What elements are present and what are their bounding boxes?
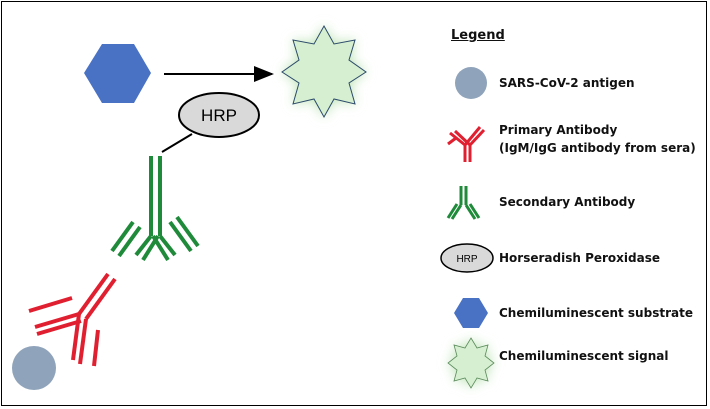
blue-hexagon-icon [454,298,488,328]
primary-antibody [28,272,117,367]
secondary-antibody [110,156,200,262]
legend-title: Legend [451,28,505,43]
legend-label-secondary: Secondary Antibody [499,195,636,209]
legend-label-signal: Chemiluminescent signal [499,349,669,363]
legend-label-antigen: SARS-CoV-2 antigen [499,76,635,90]
antigen-circle [12,346,56,390]
green-antibody-icon [446,186,481,220]
hrp-ellipse-icon: HRP [440,243,494,273]
signal-star [281,24,367,119]
legend-label-substrate: Chemiluminescent substrate [499,306,693,320]
hrp-label: HRP [201,106,237,125]
green-star-icon [447,337,495,389]
hrp-icon-label: HRP [456,254,477,265]
gray-circle-icon [455,67,487,99]
legend-sublabel-primary: (IgM/IgG antibody from sera) [499,141,696,155]
hrp-enzyme: HRP [161,92,260,153]
legend-label-primary: Primary Antibody [499,123,618,137]
substrate-hexagon [84,44,151,103]
red-antibody-icon [447,126,486,162]
legend-label-hrp: Horseradish Peroxidase [499,251,660,265]
